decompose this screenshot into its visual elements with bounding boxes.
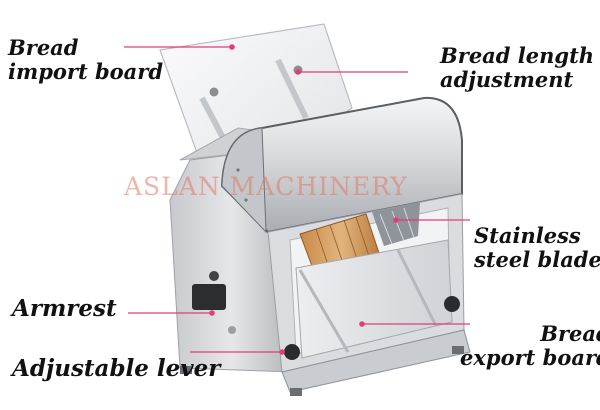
machine-hood [220, 96, 463, 234]
machine-feet [180, 346, 464, 396]
label-line: adjustment [440, 66, 574, 92]
callout-leader-lines [124, 44, 470, 355]
label-line: Bread [540, 321, 600, 346]
label-bread-export-board: Bread export board [460, 322, 600, 369]
stainless-steel-blades [372, 202, 420, 246]
label-line: Stainless [474, 223, 581, 248]
label-line: import board [8, 58, 164, 84]
armrest [192, 271, 236, 334]
label-bread-length-adjustment: Bread length adjustment [440, 44, 594, 91]
label-line: Bread length [440, 43, 595, 68]
label-stainless-steel-blade: Stainless steel blade [474, 224, 600, 271]
bread-export-board [281, 239, 471, 393]
label-line: steel blade [474, 246, 600, 272]
label-line: export board [460, 344, 600, 370]
adjustable-lever [284, 296, 460, 360]
label-line: Bread [8, 35, 79, 60]
watermark-text: ASLAN MACHINERY [124, 172, 408, 201]
label-adjustable-lever: Adjustable lever [12, 355, 221, 382]
label-bread-import-board: Bread import board [8, 36, 163, 83]
label-armrest: Armrest [12, 295, 117, 322]
